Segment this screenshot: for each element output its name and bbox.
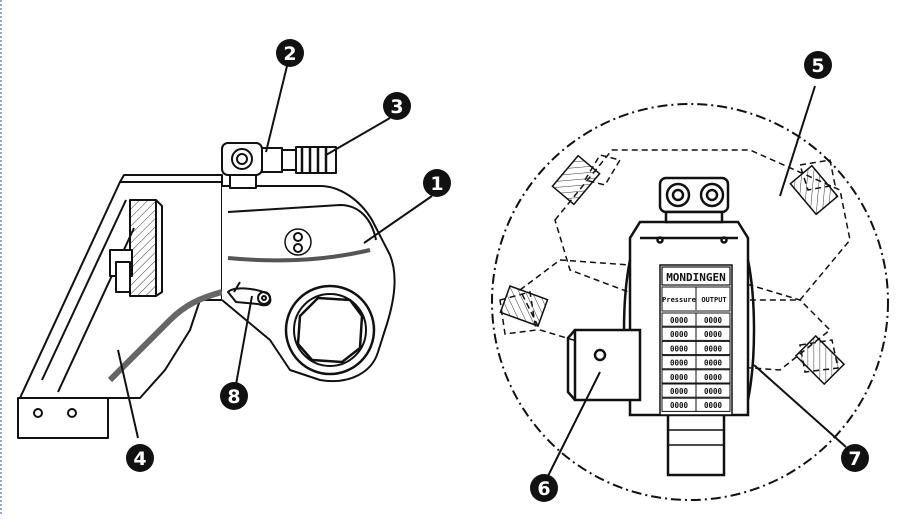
callout-7-label: 7 bbox=[848, 448, 861, 470]
plate-pressure-value: 0000 bbox=[670, 359, 689, 368]
plate-col-right: OUTPUT bbox=[701, 296, 726, 304]
rotation-circle bbox=[491, 103, 889, 501]
plate-output-value: 0000 bbox=[704, 330, 723, 339]
plate-pressure-value: 0000 bbox=[670, 387, 689, 396]
callout-2: 2 bbox=[276, 39, 304, 67]
side-view bbox=[17, 142, 396, 439]
callout-1: 1 bbox=[423, 169, 451, 197]
shaded-edge bbox=[107, 289, 223, 383]
leader-lines-right bbox=[546, 85, 847, 479]
plate-pressure-value: 0000 bbox=[670, 316, 689, 325]
page-edge-dashed-line bbox=[0, 0, 2, 515]
base-plate bbox=[17, 397, 109, 439]
plate-output-value: 0000 bbox=[704, 359, 723, 368]
plate-output-value: 0000 bbox=[704, 373, 723, 382]
plate-output-value: 0000 bbox=[704, 316, 723, 325]
plate-output-value: 0000 bbox=[704, 344, 723, 353]
cylinder-section bbox=[109, 199, 163, 297]
callout-4-label: 4 bbox=[133, 448, 146, 470]
leader-lines-left bbox=[117, 65, 433, 439]
plate-pressure-value: 0000 bbox=[670, 330, 689, 339]
plate-pressure-value: 0000 bbox=[670, 373, 689, 382]
plate-col-left: Pressure bbox=[662, 296, 696, 304]
callout-3: 3 bbox=[383, 92, 411, 120]
swivel-coupler bbox=[221, 142, 337, 189]
callout-8-label: 8 bbox=[227, 386, 240, 408]
callout-7: 7 bbox=[841, 444, 869, 472]
top-couplers bbox=[658, 176, 730, 224]
release-lever bbox=[227, 281, 272, 307]
plate-pressure-value: 0000 bbox=[670, 401, 689, 410]
drive-head bbox=[221, 185, 396, 383]
plate-output-value: 0000 bbox=[704, 401, 723, 410]
cylinder-positions bbox=[499, 154, 846, 386]
callout-markers: 1 2 3 4 5 6 7 8 bbox=[126, 39, 869, 502]
callout-1-label: 1 bbox=[430, 173, 443, 195]
callout-4: 4 bbox=[126, 444, 154, 472]
callout-6-label: 6 bbox=[537, 478, 550, 500]
callout-6: 6 bbox=[530, 474, 558, 502]
plate-rows: 0000 0000 0000 0000 0000 0000 0000 0000 0000 0000… bbox=[661, 312, 731, 412]
callout-5-label: 5 bbox=[811, 55, 824, 77]
plate-brand: MONDINGEN bbox=[666, 271, 726, 284]
callout-2-label: 2 bbox=[283, 43, 296, 65]
reaction-arm-top bbox=[566, 328, 642, 402]
plate-pressure-value: 0000 bbox=[670, 344, 689, 353]
callout-5: 5 bbox=[804, 51, 832, 79]
callout-8: 8 bbox=[220, 382, 248, 410]
callout-3-label: 3 bbox=[390, 96, 403, 118]
plate-output-value: 0000 bbox=[704, 387, 723, 396]
